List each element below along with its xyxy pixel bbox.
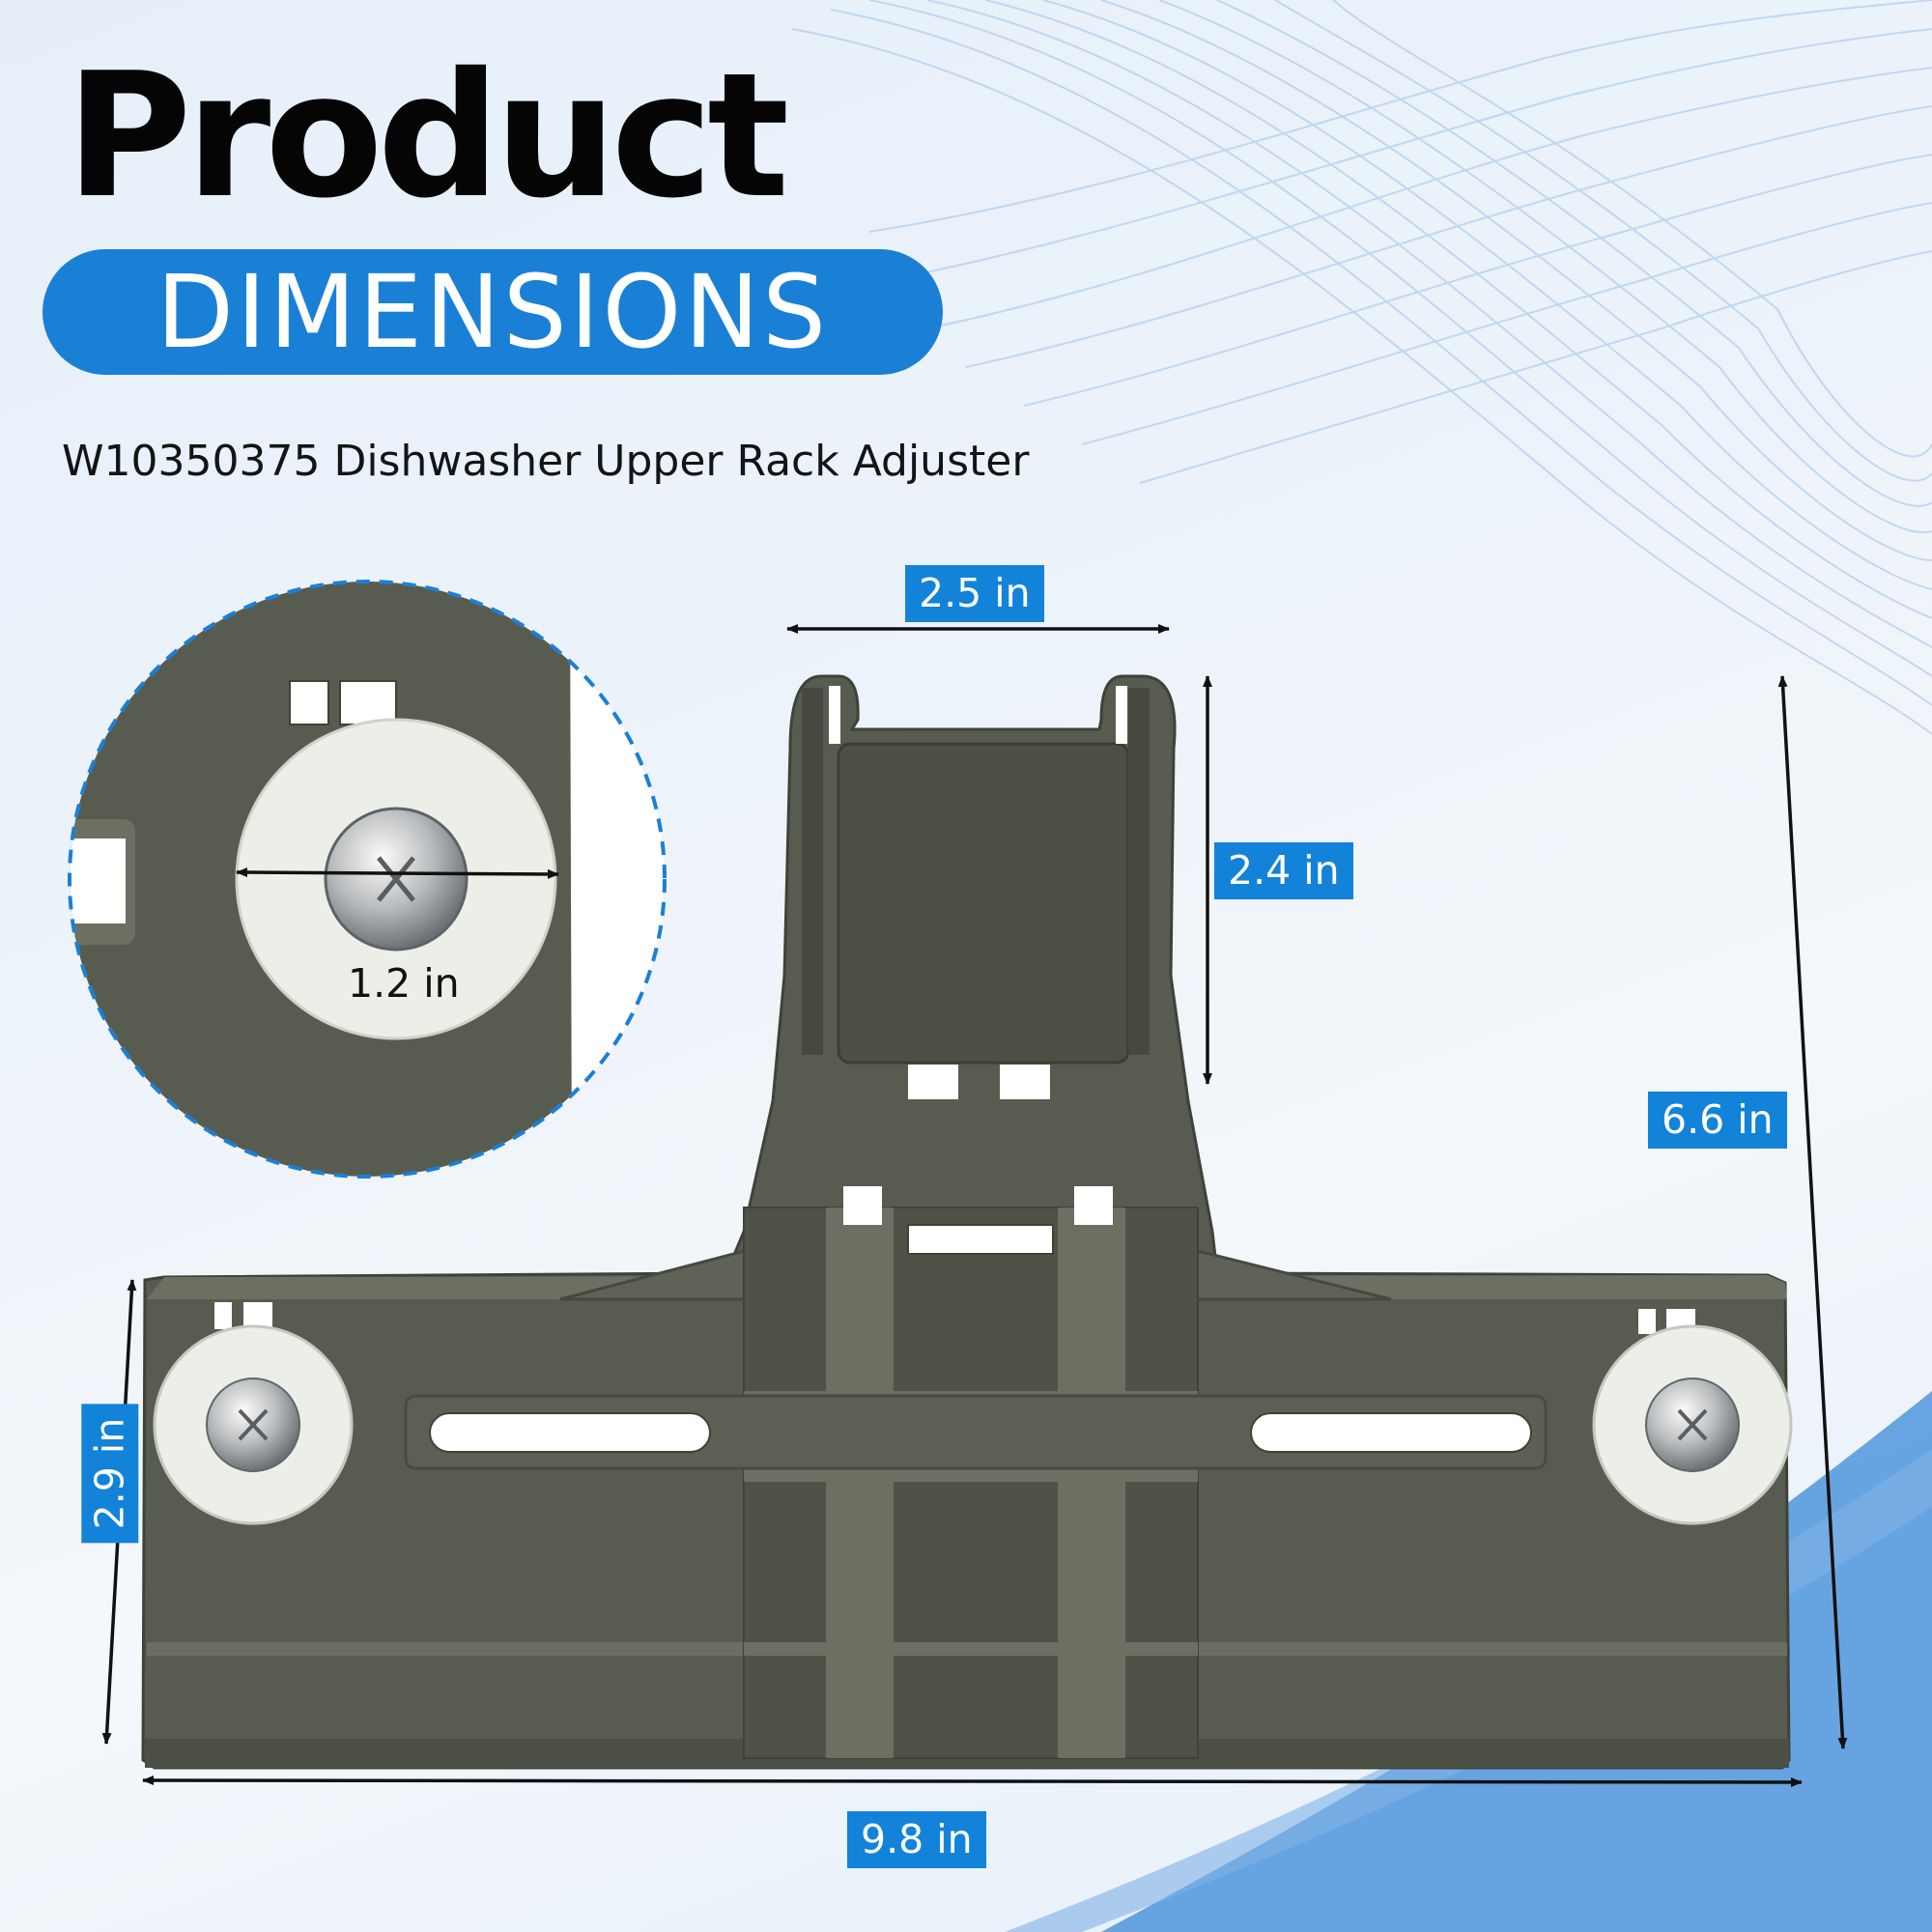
label-wheel-diameter: 1.2 in [348,960,460,1007]
background-wave-pattern [791,0,1932,735]
dim-line-total-height [1777,675,1848,1749]
page-title: Product [66,36,789,236]
wheel-zoom-inset [68,580,667,1179]
rack-adjuster-part [141,674,1793,1770]
dimensions-badge-label: DIMENSIONS [156,253,830,371]
dim-line-wheel-diameter [236,867,559,879]
dim-line-total-width [142,1776,1803,1787]
label-total-height: 6.6 in [1648,1092,1787,1149]
label-top-height: 2.4 in [1214,842,1353,899]
label-top-width: 2.5 in [905,565,1044,622]
dimensions-badge: DIMENSIONS [43,249,943,375]
label-total-width: 9.8 in [847,1811,986,1868]
label-side-height: 2.9 in [81,1404,139,1544]
background-blue-wave [1101,1391,1932,1932]
product-subtitle: W10350375 Dishwasher Upper Rack Adjuster [62,437,1030,486]
